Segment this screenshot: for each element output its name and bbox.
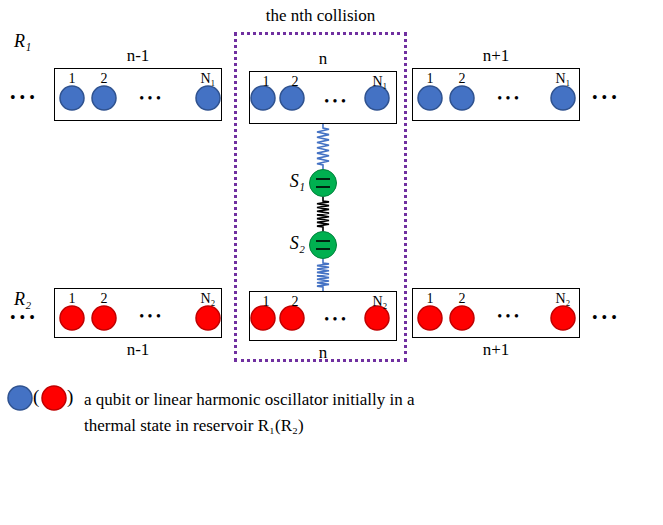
reservoir-label: R₁ [14,32,31,52]
spring-coupling [317,259,329,291]
block-index: n-1 [127,341,150,360]
legend-blue-circle [8,386,32,410]
oscillator-number: N₂ [201,291,216,306]
ellipsis: • • • [139,309,161,324]
oscillator-number: N₁ [373,74,388,89]
oscillator-number: 2 [101,291,108,306]
system-label: S₂ [290,234,305,254]
blue-oscillators [60,86,575,110]
oscillator-number: N₁ [556,71,571,86]
oscillator-number: 1 [69,71,76,86]
ellipsis: • • • [10,89,35,107]
system-qubit: S₁ [309,169,337,197]
oscillator-number: 2 [292,294,299,309]
frame-title: the nth collision [266,7,376,26]
oscillator-number: 1 [427,71,434,86]
spring-coupling [317,124,329,169]
block-index: n-1 [127,47,150,66]
energy-levels [309,169,337,197]
oscillator-number: 1 [263,294,270,309]
oscillator-number: 2 [459,291,466,306]
ellipsis: • • • [497,309,519,324]
ellipsis: • • • [592,89,617,107]
energy-levels [309,231,337,259]
oscillator-number: 1 [263,74,270,89]
oscillator-number: 1 [427,291,434,306]
reservoir-label: R₂ [14,290,31,310]
oscillator-number: N₂ [556,291,571,306]
reservoir-block: n12• • •N₁ [249,71,397,124]
oscillator-number: N₂ [373,294,388,309]
collision-frame: the nth collisionn12• • •N₁S₁S₂n12• • •N… [234,32,407,362]
ellipsis: • • • [497,91,519,106]
system-label: S₁ [290,172,305,192]
block-index: n+1 [483,341,510,360]
oscillator-number: 2 [292,74,299,89]
ellipsis: • • • [324,312,346,327]
oscillator-number: 2 [101,71,108,86]
bracket: ) [67,387,73,408]
ellipsis: • • • [10,309,35,327]
reservoir-block: n+112• • •N₂ [412,288,580,338]
ellipsis: • • • [324,94,346,109]
legend-text: a qubit or linear harmonic oscillator in… [84,387,454,438]
oscillator-number: 2 [459,71,466,86]
oscillator-number: 1 [69,291,76,306]
block-index: n [319,50,328,69]
block-index: n+1 [483,47,510,66]
reservoir-block: n-112• • •N₂ [54,288,222,338]
spring-coupling [317,197,329,231]
oscillator-number: N₁ [201,71,216,86]
legend-red-circle [42,386,66,410]
ellipsis: • • • [592,309,617,327]
reservoir-block: n-112• • •N₁ [54,68,222,121]
red-oscillators [60,306,575,330]
reservoir-block: n+112• • •N₁ [412,68,580,121]
block-index: n [319,344,328,363]
ellipsis: • • • [139,91,161,106]
reservoir-block: n12• • •N₂ [249,291,397,341]
bracket: ( [33,387,39,408]
system-qubit: S₂ [309,231,337,259]
